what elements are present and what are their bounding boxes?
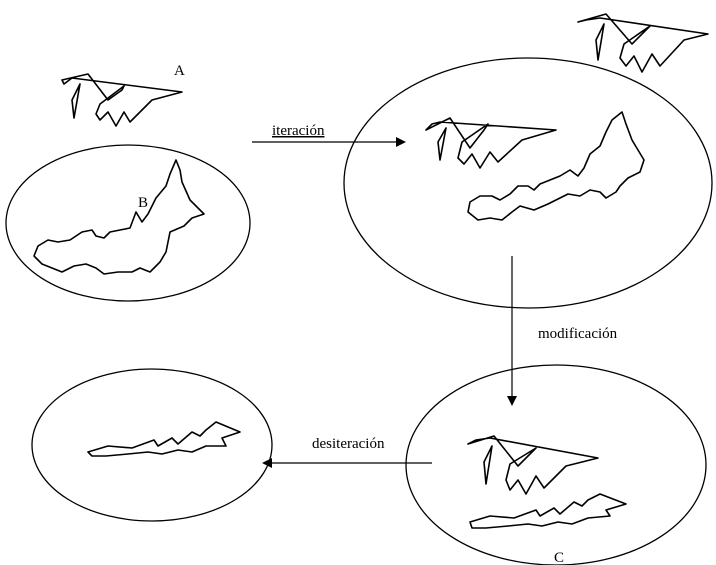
modification-arrow [507, 256, 517, 406]
label-c: C [554, 550, 564, 565]
label-b: B [138, 195, 148, 211]
iteration-arrow [252, 137, 406, 147]
sheet-center [343, 57, 713, 309]
sheet-bottom-right [405, 364, 707, 565]
figure-b [33, 159, 205, 275]
arrow-figure-left [87, 421, 241, 457]
arrow-figure-right [469, 493, 627, 529]
figure-b-center [467, 111, 645, 221]
deiteration-arrow [262, 458, 432, 468]
figure-a-copy-outside [577, 13, 709, 73]
label-iteration: iteración [272, 123, 325, 139]
figure-a [61, 73, 183, 127]
sheet-bottom-left [31, 368, 273, 522]
label-a: A [174, 63, 185, 79]
sheet-left [5, 144, 251, 302]
label-modification: modificación [538, 326, 618, 342]
figure-a-copy-inside [425, 117, 557, 169]
label-deiteration: desiteración [312, 436, 385, 452]
figure-a-copy-bottom [467, 435, 599, 495]
